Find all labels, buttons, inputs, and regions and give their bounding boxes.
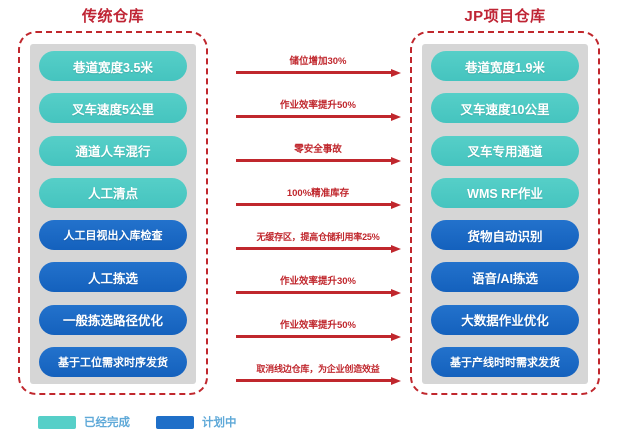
benefit-arrow: 作业效率提升50%	[228, 308, 408, 341]
legend: 已经完成 计划中	[38, 414, 237, 430]
benefit-arrow-label: 100%精准库存	[286, 188, 350, 199]
arrow-head-icon	[391, 156, 401, 165]
arrow-line-icon	[236, 115, 392, 118]
left-column-title: 传统仓库	[81, 8, 144, 25]
legend-label-planned: 计划中	[202, 417, 237, 429]
arrow-line-icon	[236, 203, 392, 206]
legend-label-done: 已经完成	[84, 417, 130, 429]
legend-swatch-planned-icon	[156, 415, 194, 429]
list-item[interactable]: 叉车速度10公里	[431, 93, 579, 124]
left-column-frame	[18, 31, 208, 395]
benefit-arrow-label: 作业效率提升30%	[279, 276, 356, 287]
benefit-arrow-label: 作业效率提升50%	[279, 100, 356, 111]
arrow-line-icon	[236, 379, 392, 382]
right-column-title: JP项目仓库	[464, 8, 546, 25]
benefit-arrow-label: 储位增加30%	[289, 56, 347, 67]
benefit-arrow: 作业效率提升50%	[228, 88, 408, 121]
arrow-line-icon	[236, 71, 392, 74]
list-item[interactable]: 人工目视出入库检查	[39, 220, 187, 251]
benefit-arrow: 无缓存区，提高仓储利用率25%	[228, 220, 408, 253]
left-item-panel: 巷道宽度3.5米 叉车速度5公里 通道人车混行 人工清点 人工目视出入库检查 人…	[30, 44, 196, 384]
list-item[interactable]: 人工清点	[39, 177, 187, 208]
arrow-line-icon	[236, 291, 392, 294]
legend-item-planned: 计划中	[156, 414, 237, 430]
benefit-arrow-label: 取消线边仓库，为企业创造效益	[256, 364, 380, 374]
benefit-arrow-label: 作业效率提升50%	[279, 320, 356, 331]
arrow-head-icon	[391, 244, 401, 253]
list-item[interactable]: 基于产线时时需求发货	[431, 346, 579, 377]
list-item[interactable]: 通道人车混行	[39, 135, 187, 166]
list-item[interactable]: 巷道宽度3.5米	[39, 51, 187, 81]
list-item[interactable]: 大数据作业优化	[431, 304, 579, 335]
list-item[interactable]: 一般拣选路径优化	[39, 304, 187, 335]
legend-swatch-done-icon	[38, 415, 76, 429]
list-item[interactable]: 叉车专用通道	[431, 135, 579, 166]
arrow-head-icon	[391, 288, 401, 297]
list-item[interactable]: 叉车速度5公里	[39, 93, 187, 124]
list-item[interactable]: 基于工位需求时序发货	[39, 346, 187, 377]
arrow-head-icon	[391, 112, 401, 121]
benefit-arrow-label: 零安全事故	[294, 144, 342, 155]
benefit-arrow: 作业效率提升30%	[228, 264, 408, 297]
arrow-line-icon	[236, 247, 392, 250]
list-item[interactable]: 巷道宽度1.9米	[431, 51, 579, 81]
benefit-arrow: 储位增加30%	[228, 44, 408, 77]
arrow-head-icon	[391, 68, 401, 77]
benefit-arrow: 取消线边仓库，为企业创造效益	[228, 352, 408, 385]
list-item[interactable]: WMS RF作业	[431, 177, 579, 208]
arrow-head-icon	[391, 200, 401, 209]
benefit-arrow: 100%精准库存	[228, 176, 408, 209]
benefit-arrow: 零安全事故	[228, 132, 408, 165]
benefit-arrow-label: 无缓存区，提高仓储利用率25%	[256, 232, 380, 242]
list-item[interactable]: 货物自动识别	[431, 220, 579, 251]
legend-item-done: 已经完成	[38, 414, 130, 430]
arrow-head-icon	[391, 332, 401, 341]
arrow-line-icon	[236, 159, 392, 162]
arrow-line-icon	[236, 335, 392, 338]
right-item-panel: 巷道宽度1.9米 叉车速度10公里 叉车专用通道 WMS RF作业 货物自动识别…	[422, 44, 588, 384]
right-column-frame	[410, 31, 600, 395]
arrow-head-icon	[391, 376, 401, 385]
list-item[interactable]: 人工拣选	[39, 262, 187, 293]
list-item[interactable]: 语音/AI拣选	[431, 262, 579, 293]
benefit-arrows-group: 储位增加30% 作业效率提升50% 零安全事故 100%精准库存 无缓存区，提高…	[228, 44, 408, 385]
